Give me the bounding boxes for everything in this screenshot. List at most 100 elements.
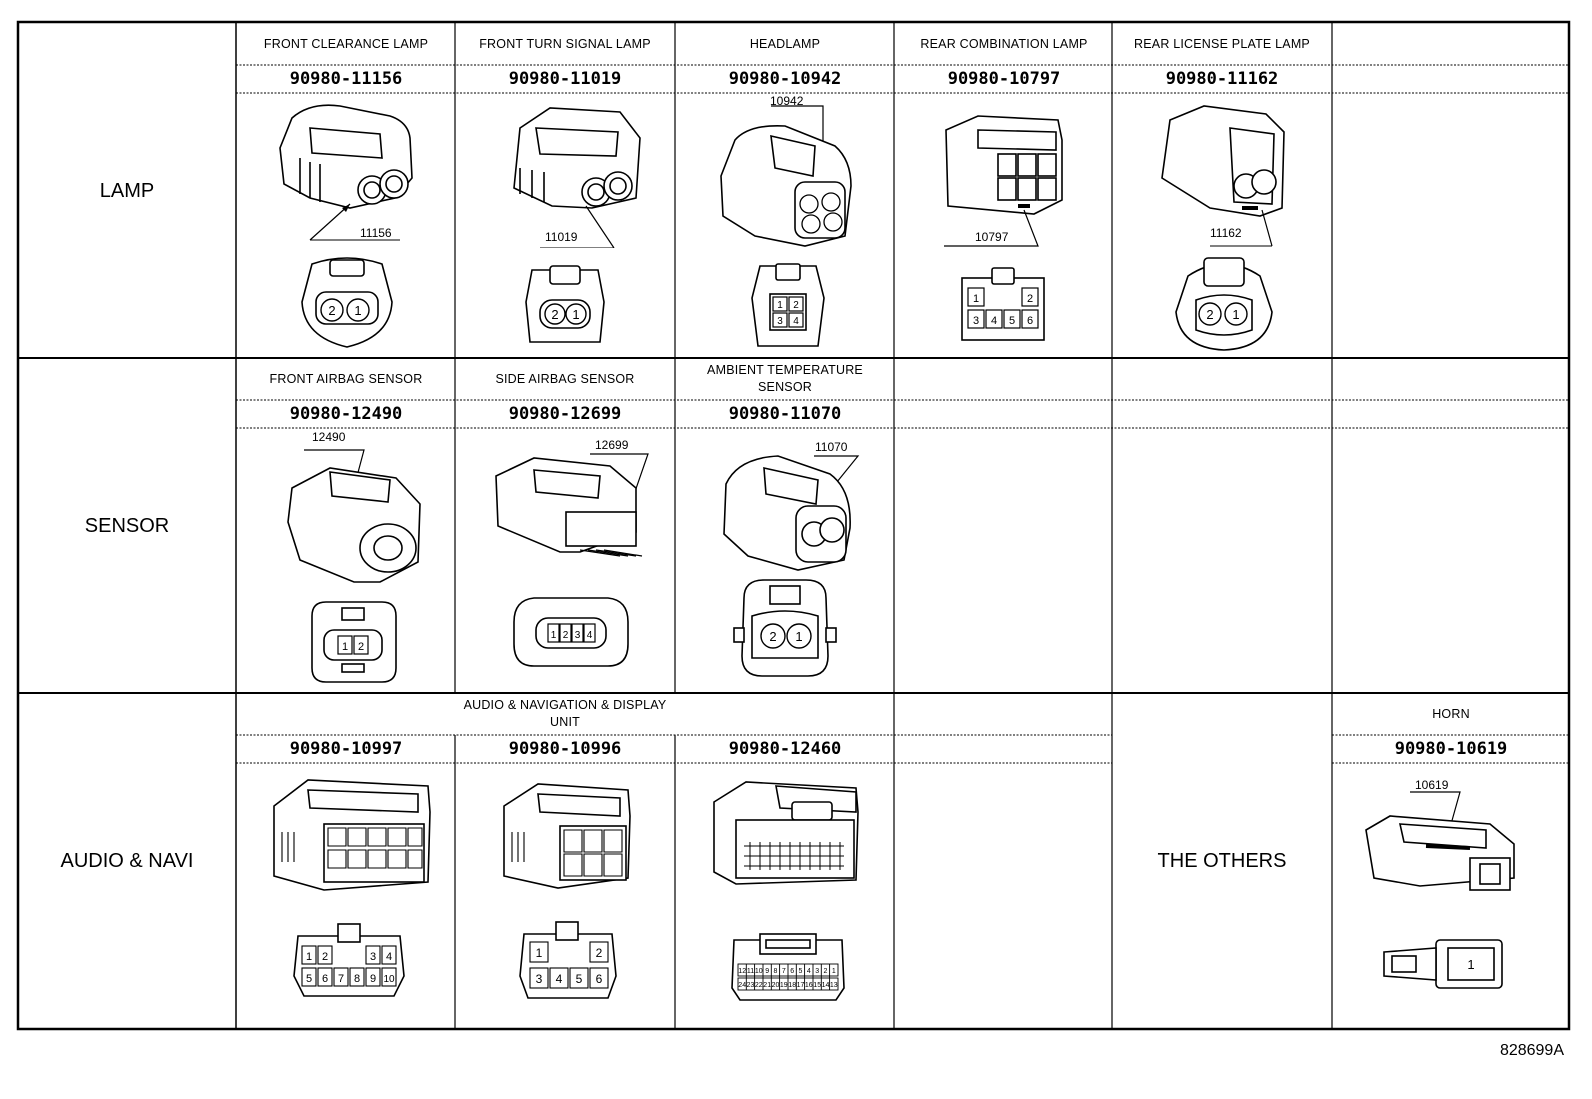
ref-12490: 12490 bbox=[312, 430, 346, 444]
pin-label: 3 bbox=[815, 968, 819, 975]
label-horn: HORN bbox=[1432, 707, 1470, 721]
part-number-90980-12699: 90980-12699 bbox=[508, 404, 622, 424]
pin-label: 19 bbox=[780, 982, 788, 989]
pin-label: 20 bbox=[772, 982, 780, 989]
pin-label: 3 bbox=[777, 316, 783, 327]
pin-label: 2 bbox=[596, 946, 603, 960]
ref-10942: 10942 bbox=[770, 94, 804, 108]
connector-iso-view-12490 bbox=[287, 449, 421, 583]
connector-face-view-12699: 1 2 3 4 bbox=[513, 597, 629, 667]
pin-label: 4 bbox=[556, 972, 563, 986]
label-rear-combination-lamp: REAR COMBINATION LAMP bbox=[920, 37, 1088, 51]
pin-label: 4 bbox=[793, 316, 799, 327]
label-front-clearance-lamp: FRONT CLEARANCE LAMP bbox=[263, 37, 429, 51]
pin-label: 1 bbox=[832, 968, 836, 975]
connector-face-view-12460: 12 11 10 9 8 7 6 5 4 3 2 1 24 23 22 21 2… bbox=[731, 933, 845, 1001]
connector-face-view-10942: 1 2 3 4 bbox=[751, 263, 825, 347]
connector-iso-view-11019 bbox=[513, 107, 641, 248]
pin-label: 4 bbox=[991, 315, 997, 327]
pin-label: 1 bbox=[354, 303, 361, 318]
connector-face-view-11070: 2 1 bbox=[733, 579, 837, 677]
pin-label: 14 bbox=[822, 982, 830, 989]
pin-label: 5 bbox=[576, 972, 583, 986]
part-number-90980-10996: 90980-10996 bbox=[508, 739, 622, 759]
connector-iso-view-11156 bbox=[279, 104, 413, 241]
ref-10797: 10797 bbox=[975, 230, 1009, 244]
connector-iso-view-12699 bbox=[495, 453, 649, 557]
pin-label: 21 bbox=[763, 982, 771, 989]
connector-iso-view-10942 bbox=[720, 105, 852, 247]
pin-label: 12 bbox=[738, 968, 746, 975]
pin-label: 2 bbox=[824, 968, 828, 975]
pin-label: 24 bbox=[738, 982, 746, 989]
label-front-airbag-sensor: FRONT AIRBAG SENSOR bbox=[269, 372, 423, 386]
ref-12699: 12699 bbox=[595, 438, 629, 452]
pin-label: 23 bbox=[747, 982, 755, 989]
part-number-90980-10619: 90980-10619 bbox=[1394, 739, 1508, 759]
pin-label: 4 bbox=[807, 968, 811, 975]
pin-label: 2 bbox=[322, 951, 328, 963]
connector-face-view-11156: 2 1 bbox=[301, 257, 393, 348]
pin-label: 1 bbox=[536, 946, 543, 960]
pin-label: 1 bbox=[572, 307, 579, 322]
pin-label: 5 bbox=[799, 968, 803, 975]
part-number-90980-11156: 90980-11156 bbox=[289, 69, 403, 89]
ref-11070: 11070 bbox=[815, 440, 848, 454]
pin-label: 4 bbox=[587, 630, 593, 641]
pin-label: 2 bbox=[563, 630, 569, 641]
connector-iso-view-11162 bbox=[1161, 105, 1285, 247]
pin-label: 1 bbox=[777, 300, 783, 311]
part-number-90980-11162: 90980-11162 bbox=[1165, 69, 1279, 89]
pin-label: 3 bbox=[536, 972, 543, 986]
pin-label: 4 bbox=[386, 951, 392, 963]
pin-label: 11 bbox=[747, 968, 754, 975]
pin-label: 2 bbox=[1206, 307, 1213, 322]
label-headlamp: HEADLAMP bbox=[749, 37, 821, 51]
pin-label: 3 bbox=[575, 630, 581, 641]
pin-label: 2 bbox=[793, 300, 799, 311]
pin-label: 1 bbox=[1467, 957, 1474, 972]
category-lamp: LAMP bbox=[99, 180, 155, 202]
connector-face-view-12490: 1 2 bbox=[311, 601, 397, 683]
pin-label: 1 bbox=[551, 630, 557, 641]
label-front-turn-signal-lamp: FRONT TURN SIGNAL LAMP bbox=[479, 37, 651, 51]
part-number-90980-11019: 90980-11019 bbox=[508, 69, 622, 89]
figure-id: 828699A bbox=[1499, 1042, 1564, 1059]
pin-label: 9 bbox=[765, 968, 769, 975]
pin-label: 1 bbox=[795, 629, 802, 644]
pin-label: 2 bbox=[328, 303, 335, 318]
part-number-90980-10997: 90980-10997 bbox=[289, 739, 403, 759]
connector-iso-view-10997 bbox=[273, 779, 431, 891]
label-side-airbag-sensor: SIDE AIRBAG SENSOR bbox=[495, 372, 635, 386]
pin-label: 8 bbox=[354, 973, 360, 985]
pin-label: 3 bbox=[973, 315, 979, 327]
connector-face-view-11019: 2 1 bbox=[525, 265, 605, 343]
label-rear-license-plate-lamp: REAR LICENSE PLATE LAMP bbox=[1134, 37, 1310, 51]
part-number-90980-10797: 90980-10797 bbox=[947, 69, 1061, 89]
ref-11156: 11156 bbox=[360, 226, 392, 240]
pin-label: 1 bbox=[973, 293, 979, 305]
ref-10619: 10619 bbox=[1415, 778, 1449, 792]
pin-label: 7 bbox=[782, 968, 786, 975]
part-number-90980-10942: 90980-10942 bbox=[728, 69, 842, 89]
pin-label: 18 bbox=[788, 982, 796, 989]
pin-label: 1 bbox=[306, 951, 312, 963]
pin-label: 16 bbox=[805, 982, 813, 989]
pin-label: 17 bbox=[797, 982, 805, 989]
pin-label: 6 bbox=[790, 968, 794, 975]
connector-iso-view-10996 bbox=[503, 783, 631, 889]
connector-iso-view-12460 bbox=[713, 781, 859, 885]
connector-face-view-10797: 1 2 3 4 5 6 bbox=[961, 267, 1045, 341]
pin-label: 6 bbox=[596, 972, 603, 986]
pin-label: 5 bbox=[306, 973, 312, 985]
pin-label: 9 bbox=[370, 973, 376, 985]
pin-label: 13 bbox=[830, 982, 838, 989]
pin-label: 2 bbox=[358, 641, 364, 653]
pin-label: 6 bbox=[1027, 315, 1033, 327]
connector-face-view-10619: 1 bbox=[1383, 939, 1503, 989]
part-number-90980-11070: 90980-11070 bbox=[728, 404, 842, 424]
pin-label: 10 bbox=[755, 968, 763, 975]
category-audio-navi: AUDIO & NAVI bbox=[60, 850, 194, 872]
pin-label: 7 bbox=[338, 973, 344, 985]
